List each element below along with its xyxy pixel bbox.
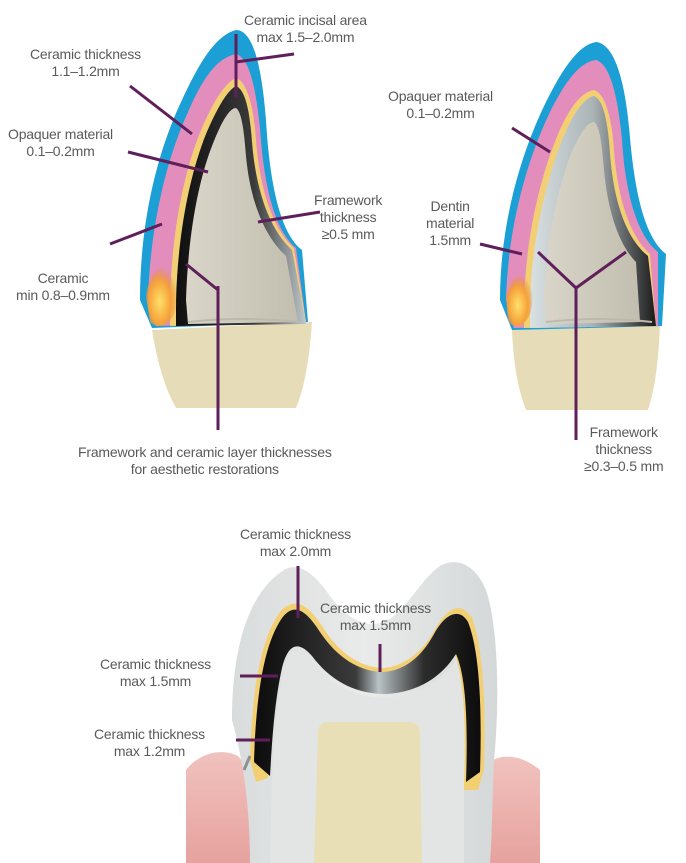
- label-molar-left-mid-line2: max 1.5mm: [100, 673, 211, 690]
- label-dentin-material-line2: material: [426, 215, 474, 232]
- label-opaquer-right: Opaquer material 0.1–0.2mm: [388, 88, 493, 122]
- label-opaquer-left-line1: Opaquer material: [8, 126, 113, 143]
- incisor-right: [500, 42, 666, 410]
- incisor-right-root: [512, 324, 660, 410]
- label-incisal-area: Ceramic incisal area max 1.5–2.0mm: [244, 12, 367, 46]
- label-opaquer-right-line1: Opaquer material: [388, 88, 493, 105]
- label-molar-left-mid: Ceramic thickness max 1.5mm: [100, 656, 211, 690]
- label-molar-top-line2: max 2.0mm: [240, 543, 351, 560]
- label-dentin-material: Dentin material 1.5mm: [426, 198, 474, 249]
- label-dentin-material-line3: 1.5mm: [426, 232, 474, 249]
- label-caption-line2: for aesthetic restorations: [78, 461, 332, 478]
- label-molar-center-line2: max 1.5mm: [320, 617, 431, 634]
- label-framework-thickness-left-line3: ≥0.5 mm: [314, 226, 382, 243]
- label-molar-left-low-line1: Ceramic thickness: [94, 726, 205, 743]
- label-molar-left-low-line2: max 1.2mm: [94, 743, 205, 760]
- label-framework-thickness-right-line3: ≥0.3–0.5 mm: [584, 458, 663, 475]
- label-incisal-area-line2: max 1.5–2.0mm: [244, 29, 367, 46]
- label-framework-thickness-left-line1: Framework: [314, 192, 382, 209]
- label-dentin-material-line1: Dentin: [426, 198, 474, 215]
- label-incisal-area-line1: Ceramic incisal area: [244, 12, 367, 29]
- label-ceramic-min: Ceramic min 0.8–0.9mm: [16, 270, 110, 304]
- label-caption: Framework and ceramic layer thicknesses …: [78, 444, 332, 478]
- label-ceramic-min-line1: Ceramic: [16, 270, 110, 287]
- label-ceramic-thickness-left-line1: Ceramic thickness: [30, 46, 141, 63]
- gum-left: [186, 752, 250, 863]
- label-caption-line1: Framework and ceramic layer thicknesses: [78, 444, 332, 461]
- label-ceramic-min-line2: min 0.8–0.9mm: [16, 287, 110, 304]
- label-molar-center-line1: Ceramic thickness: [320, 600, 431, 617]
- label-opaquer-left-line2: 0.1–0.2mm: [8, 143, 113, 160]
- label-framework-thickness-left-line2: thickness: [314, 209, 382, 226]
- label-opaquer-right-line2: 0.1–0.2mm: [388, 105, 493, 122]
- label-framework-thickness-right-line2: thickness: [584, 441, 663, 458]
- label-molar-top: Ceramic thickness max 2.0mm: [240, 526, 351, 560]
- incisor-left-root: [152, 322, 312, 408]
- label-molar-left-mid-line1: Ceramic thickness: [100, 656, 211, 673]
- incisor-left: [140, 30, 312, 408]
- label-molar-left-low: Ceramic thickness max 1.2mm: [94, 726, 205, 760]
- label-framework-thickness-right: Framework thickness ≥0.3–0.5 mm: [584, 424, 663, 475]
- label-ceramic-thickness-left: Ceramic thickness 1.1–1.2mm: [30, 46, 141, 80]
- label-ceramic-thickness-left-line2: 1.1–1.2mm: [30, 63, 141, 80]
- label-molar-center: Ceramic thickness max 1.5mm: [320, 600, 431, 634]
- label-molar-top-line1: Ceramic thickness: [240, 526, 351, 543]
- label-framework-thickness-left: Framework thickness ≥0.5 mm: [314, 192, 382, 243]
- label-framework-thickness-right-line1: Framework: [584, 424, 663, 441]
- molar-pulp: [314, 722, 422, 863]
- label-opaquer-left: Opaquer material 0.1–0.2mm: [8, 126, 113, 160]
